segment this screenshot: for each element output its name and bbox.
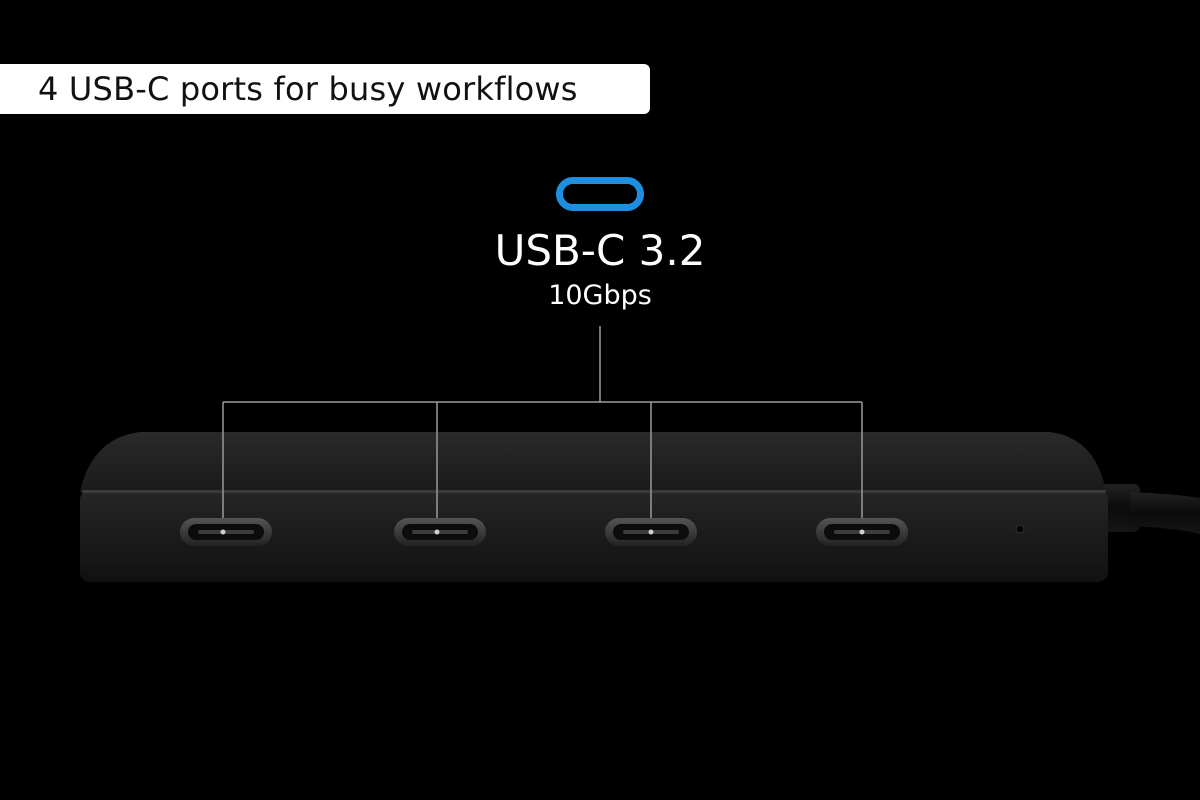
indicator-led <box>1015 524 1025 534</box>
cable <box>1100 484 1200 534</box>
callout-lines <box>222 326 863 532</box>
hub-front <box>80 490 1108 582</box>
port-dots <box>220 529 865 535</box>
usb-c-port-2 <box>394 518 486 546</box>
usb-c-port-icon <box>556 177 644 211</box>
usb-c-port-1 <box>180 518 272 546</box>
spec-title: USB-C 3.2 <box>494 226 706 275</box>
hub-top <box>80 432 1106 492</box>
spec-speed: 10Gbps <box>548 280 652 311</box>
headline-banner: 4 USB-C ports for busy workflows <box>0 64 650 114</box>
headline-text: 4 USB-C ports for busy workflows <box>38 70 578 108</box>
